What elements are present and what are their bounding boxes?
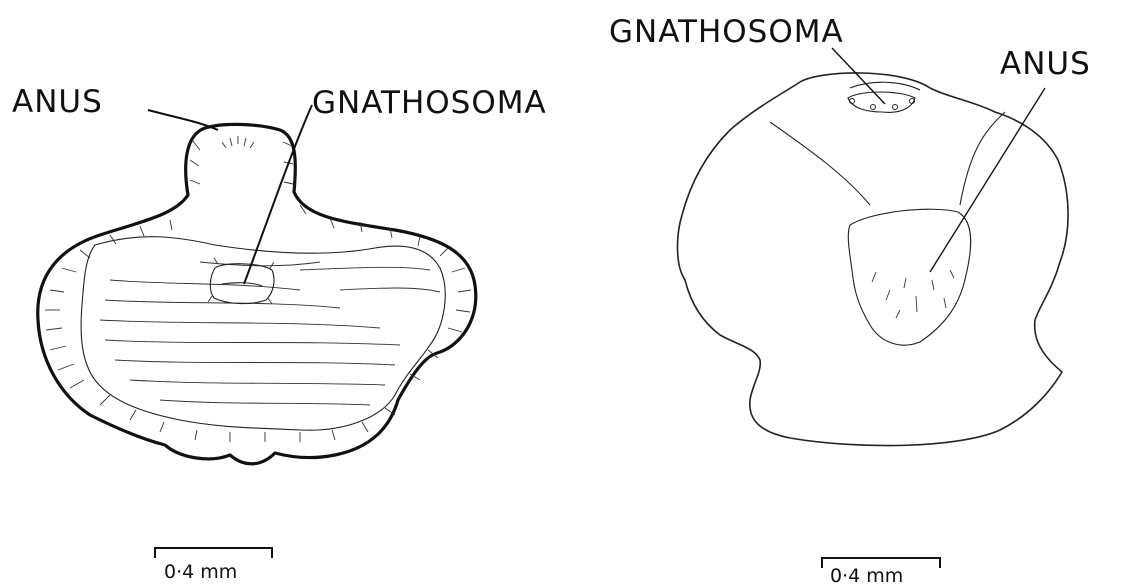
left-gnathosoma-label: GNATHOSOMA — [312, 85, 547, 121]
left-scale-bar: 0·4 mm — [155, 548, 272, 583]
left-body-outline — [38, 124, 476, 463]
right-scale-bar: 0·4 mm — [822, 558, 940, 585]
right-specimen — [677, 48, 1068, 446]
left-specimen — [38, 105, 476, 464]
right-right-plate-line — [960, 112, 1005, 205]
right-scale-label: 0·4 mm — [830, 565, 903, 585]
left-rim-hatching — [45, 140, 471, 442]
right-anus-label: ANUS — [1000, 46, 1091, 82]
left-scale-label: 0·4 mm — [164, 561, 237, 583]
right-anal-plate-setae — [872, 270, 954, 318]
right-body-outline — [677, 73, 1068, 446]
right-gnathosoma-leader — [832, 48, 885, 104]
right-anterior-notch — [850, 82, 920, 90]
right-gnathosoma-label: GNATHOSOMA — [609, 14, 844, 50]
right-anal-plate — [848, 209, 970, 345]
right-left-plate-line — [770, 122, 870, 205]
left-anal-stipple — [222, 136, 254, 148]
left-gnathosoma-leader — [244, 105, 312, 284]
right-anus-leader — [930, 88, 1045, 272]
left-anus-leader — [148, 110, 218, 130]
left-anus-label: ANUS — [12, 84, 103, 120]
left-body-texture — [100, 262, 440, 405]
right-gnathosoma — [848, 92, 915, 112]
